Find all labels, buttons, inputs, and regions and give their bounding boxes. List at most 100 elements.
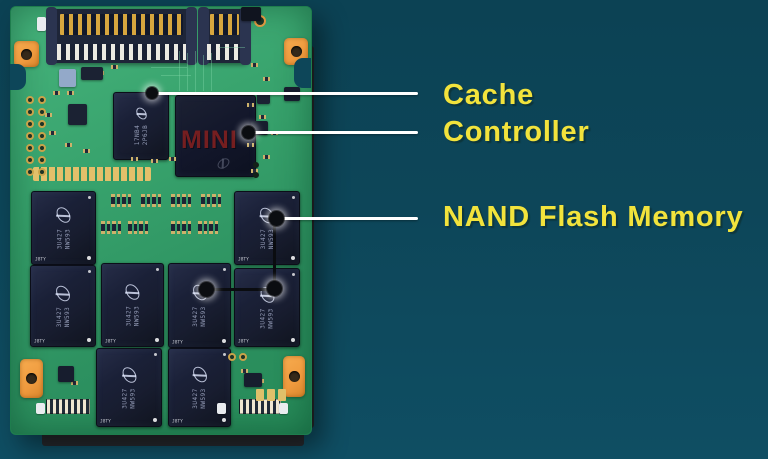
chip-marking-line: 3U427 <box>192 388 199 409</box>
small-ic <box>241 7 261 21</box>
cache-chip: 17NB4 2P6JB <box>113 92 169 160</box>
gold-pad <box>267 389 275 401</box>
pcb-trace <box>211 53 212 91</box>
nand-flash-chip: 3U427 NW593 J8TY <box>30 265 96 347</box>
chip-corner-marking: J8TY <box>172 339 183 345</box>
chip-marking-line: NW593 <box>133 305 140 327</box>
via-hole <box>38 96 46 104</box>
smd-component <box>67 91 74 95</box>
chip-marking-line: 3U427 <box>56 228 63 250</box>
nand-label: NAND Flash Memory <box>443 201 744 233</box>
via-hole <box>38 108 46 116</box>
via-hole <box>26 120 34 128</box>
chip-marking: 3U427 NW593 <box>192 388 207 409</box>
micron-logo-icon <box>119 364 139 386</box>
cache-callout-line <box>152 92 418 95</box>
pcb-board: 17NB4 2P6JB MINI 3U427 NW593 J8TY <box>10 6 312 435</box>
cache-label: Cache <box>443 79 535 111</box>
micron-logo-icon <box>215 156 232 171</box>
nand-link-line-horizontal <box>207 288 275 291</box>
edge-pad-strip <box>46 399 90 414</box>
smd-cluster <box>201 194 221 207</box>
via-hole <box>38 120 46 128</box>
via-hole <box>38 168 46 176</box>
chip-marking-line: 3U427 <box>259 228 267 250</box>
pcb-trace <box>161 75 191 76</box>
connector-gold-pins <box>60 14 183 35</box>
smd-cluster <box>128 221 148 234</box>
via-hole <box>38 144 46 152</box>
chip-marking-line: 17NB4 <box>133 124 141 146</box>
smd-component <box>247 143 254 147</box>
smd-component <box>53 91 60 95</box>
chip-face: 3U427 NW593 <box>231 196 303 260</box>
chip-face: 3U427 NW593 <box>91 356 168 420</box>
gold-pad <box>256 389 264 401</box>
chip-face: 17NB4 2P6JB <box>108 99 174 153</box>
chip-marking-line: NW593 <box>129 388 137 409</box>
smd-component <box>49 131 56 135</box>
chip-marking: 17NB4 2P6JB <box>134 125 149 146</box>
via-hole <box>26 108 34 116</box>
chip-marking: 3U427 NW593 <box>56 307 71 328</box>
solder-clip <box>217 403 226 414</box>
pcb-trace <box>187 53 188 91</box>
pcb-trace <box>151 67 187 68</box>
via-hole <box>239 353 247 361</box>
chip-marking: 3U427 NW593 <box>122 388 137 409</box>
via-hole <box>26 168 34 176</box>
smd-component <box>65 143 72 147</box>
via-hole <box>26 132 34 140</box>
smd-component <box>247 103 254 107</box>
chip-marking-line: 3U427 <box>192 306 199 327</box>
chip-face: 3U427 NW593 <box>161 357 238 418</box>
nand-flash-chip: 3U427 NW593 J8TY <box>101 263 164 347</box>
smd-cluster <box>171 194 191 207</box>
chip-marking-line: 3U427 <box>55 306 63 328</box>
smd-component <box>151 159 158 163</box>
cache-callout-dot <box>146 87 158 99</box>
small-ic <box>68 104 87 125</box>
board-edge-notch <box>10 64 26 90</box>
controller-callout-dot <box>242 126 255 139</box>
via-hole <box>26 156 34 164</box>
via-hole <box>26 144 34 152</box>
nand-flash-chip: 3U427 NW593 J8TY <box>168 263 231 348</box>
micron-logo-icon <box>189 364 210 386</box>
connector-white-pins <box>57 44 186 60</box>
chip-marking-line: 3U427 <box>121 388 129 409</box>
smd-component <box>83 149 90 153</box>
via-hole <box>38 156 46 164</box>
smd-component <box>169 157 176 161</box>
pcb-trace <box>219 47 245 48</box>
chip-marking-line: 2P6JB <box>141 124 149 146</box>
smd-component <box>71 381 78 385</box>
connector-gold-pins <box>210 14 239 35</box>
chip-corner-marking: J8TY <box>172 418 183 424</box>
micron-logo-icon <box>122 281 143 303</box>
smd-cluster <box>101 221 121 234</box>
nand-flash-chip: 3U427 NW593 J8TY <box>96 348 162 427</box>
chip-marking-line: NW593 <box>63 306 71 328</box>
smd-cluster <box>141 194 161 207</box>
nand-flash-chip: 3U427 NW593 J8TY <box>168 348 231 427</box>
micron-logo-icon <box>133 105 149 122</box>
chip-marking-line: NW593 <box>200 388 207 409</box>
sata-power-connector <box>46 7 197 65</box>
smd-component <box>45 113 52 117</box>
smd-component <box>263 77 270 81</box>
smd-cluster <box>171 221 191 234</box>
mounting-tab <box>14 41 39 67</box>
chip-marking-line: 3U427 <box>259 308 267 329</box>
edge-pad-strip <box>239 399 281 414</box>
video-watermark: MINI <box>181 126 238 154</box>
chip-corner-marking: J8TY <box>105 338 116 344</box>
nand-callout-dot <box>199 282 214 297</box>
chip-marking-line: NW593 <box>64 228 71 250</box>
pcb-trace <box>195 51 196 93</box>
chip-marking: 3U427 NW593 <box>125 306 140 327</box>
connector-white-pins <box>207 44 242 60</box>
drill-hole <box>253 162 259 168</box>
gold-pad-row <box>33 167 151 181</box>
